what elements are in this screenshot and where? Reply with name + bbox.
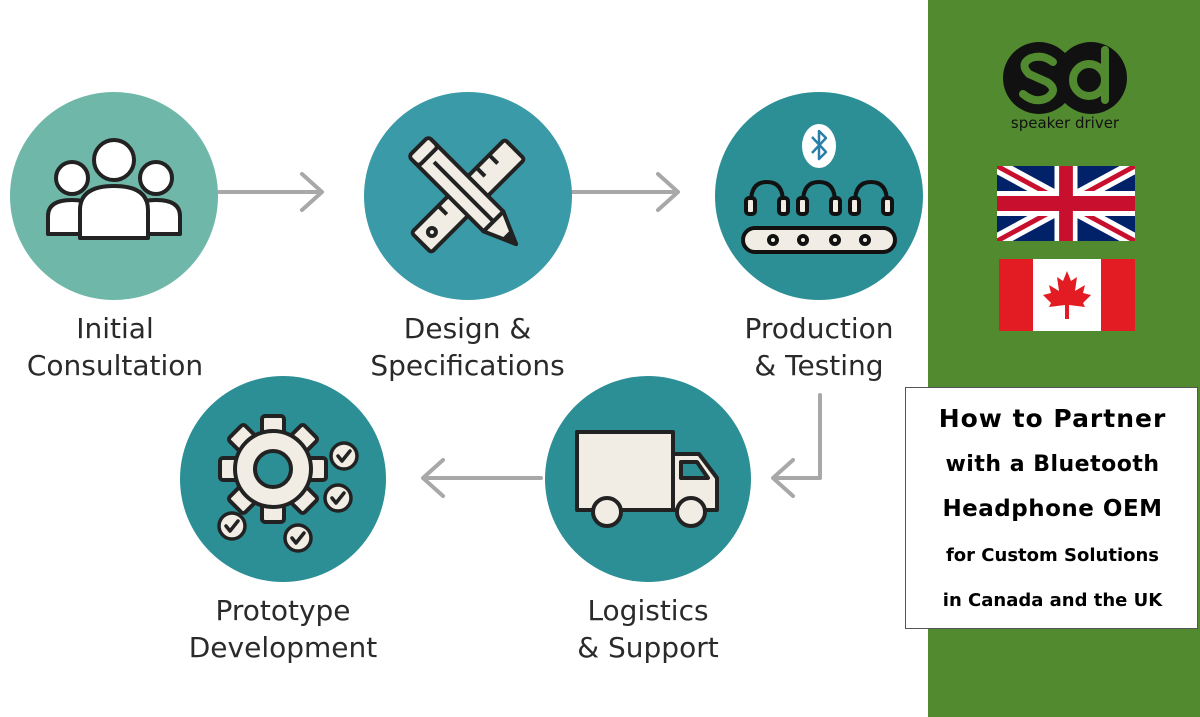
gear-checks-icon [217,414,359,553]
step-label-line: Specifications [370,349,565,382]
title-line: in Canada and the UK [942,590,1163,611]
step-label-line: Prototype [215,594,351,627]
pencil-ruler-icon [408,136,526,254]
canada-flag [999,259,1135,331]
arrow-3-to-5 [771,393,822,498]
flow-arrows [216,172,822,498]
step-label-line: Consultation [26,349,204,382]
step-label-line: Logistics [587,594,709,627]
step-label-line: Production [744,312,894,345]
bluetooth-icon [811,129,828,161]
step-label-production-testing: Production & Testing [715,310,923,384]
arrow-1-to-2 [216,172,324,212]
step-label-prototype-development: Prototype Development [170,592,396,666]
arrow-5-to-4 [421,458,543,498]
step-label-line: & Testing [754,349,884,382]
step-circle-production-testing [715,92,923,300]
brand-name: speaker driver [1010,114,1120,132]
step-circle-initial-consultation [10,92,218,300]
title-line: Headphone OEM [942,496,1163,522]
title-line: How to Partner [938,404,1167,433]
maple-leaf-icon [1043,271,1091,319]
step-label-line: & Support [577,631,719,664]
truck-icon [575,430,719,528]
step-label-logistics-support: Logistics & Support [545,592,751,666]
process-diagram: Initial Consultation Design & Specificat… [0,92,923,666]
step-circle-logistics-support [545,376,751,582]
step-circle-design-specifications [364,92,572,300]
people-icon [46,138,182,240]
step-label-line: Initial [76,312,154,345]
headphones-conveyor-icon [741,124,897,254]
uk-flag [997,166,1135,241]
arrow-2-to-3 [570,172,680,212]
title-line: with a Bluetooth [945,452,1160,477]
step-label-line: Design & [403,312,532,345]
step-label-design-specifications: Design & Specifications [345,310,590,384]
title-line: for Custom Solutions [945,545,1160,566]
step-label-line: Development [188,631,378,664]
step-circle-prototype-development [180,376,386,582]
speaker-driver-logo [1003,42,1127,114]
step-label-initial-consultation: Initial Consultation [0,310,230,384]
title-card: How to Partner with a Bluetooth Headphon… [905,387,1198,629]
